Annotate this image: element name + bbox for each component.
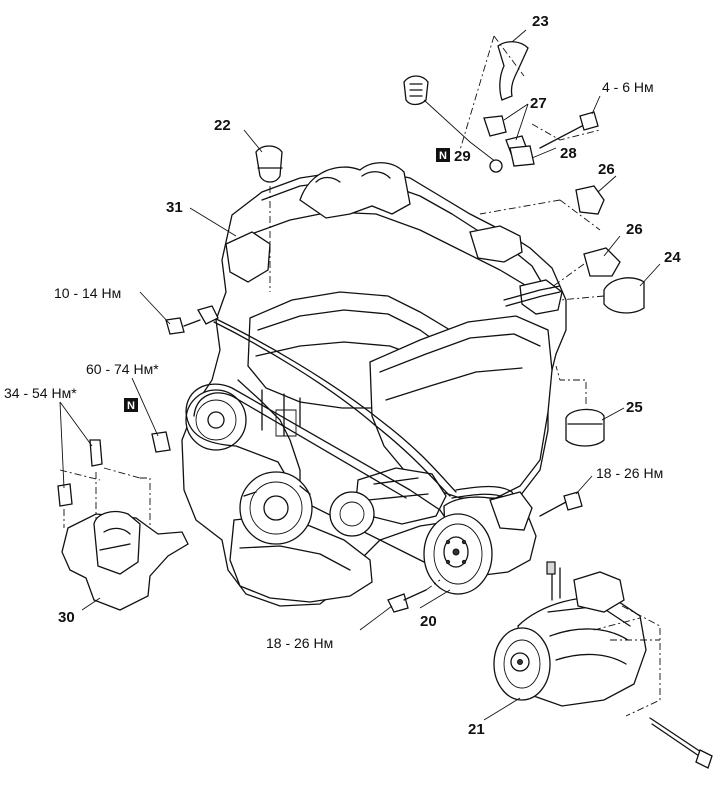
belt-drive [185,383,453,565]
callout-27: 27 [530,95,547,112]
fastener-bolts [165,317,641,631]
callout-24: 24 [664,249,681,266]
callout-31: 31 [166,199,183,216]
badge-n-nut-label: N [127,400,135,412]
callout-29: 29 [454,148,471,165]
callout-28: 28 [560,145,577,162]
ac-hose-lines [197,285,561,515]
torque-10-14: 10 - 14 Нм [54,285,121,301]
sensor-fittings [255,35,645,447]
callout-23: 23 [532,13,549,30]
torque-18-26-right: 18 - 26 Нм [596,465,663,481]
callout-26-upper: 26 [598,161,615,178]
compressor-mounted [423,491,537,595]
callout-26-lower: 26 [626,221,643,238]
badge-n-29-label: N [439,150,447,162]
callout-25: 25 [626,399,643,416]
leader-lines [59,29,661,721]
compressor-removed [493,561,713,769]
torque-60-74: 60 - 74 Нм* [86,361,159,377]
callout-20: 20 [420,613,437,630]
callout-22: 22 [214,117,231,134]
badge-n-nut: N [124,398,138,412]
torque-4-6: 4 - 6 Нм [602,79,654,95]
torque-18-26-bottom: 18 - 26 Нм [266,635,333,651]
badge-n-29: N [436,148,450,162]
callout-30: 30 [58,609,75,626]
engine-mount [57,431,189,611]
torque-34-54: 34 - 54 Нм* [4,385,77,401]
callout-21: 21 [468,721,485,738]
